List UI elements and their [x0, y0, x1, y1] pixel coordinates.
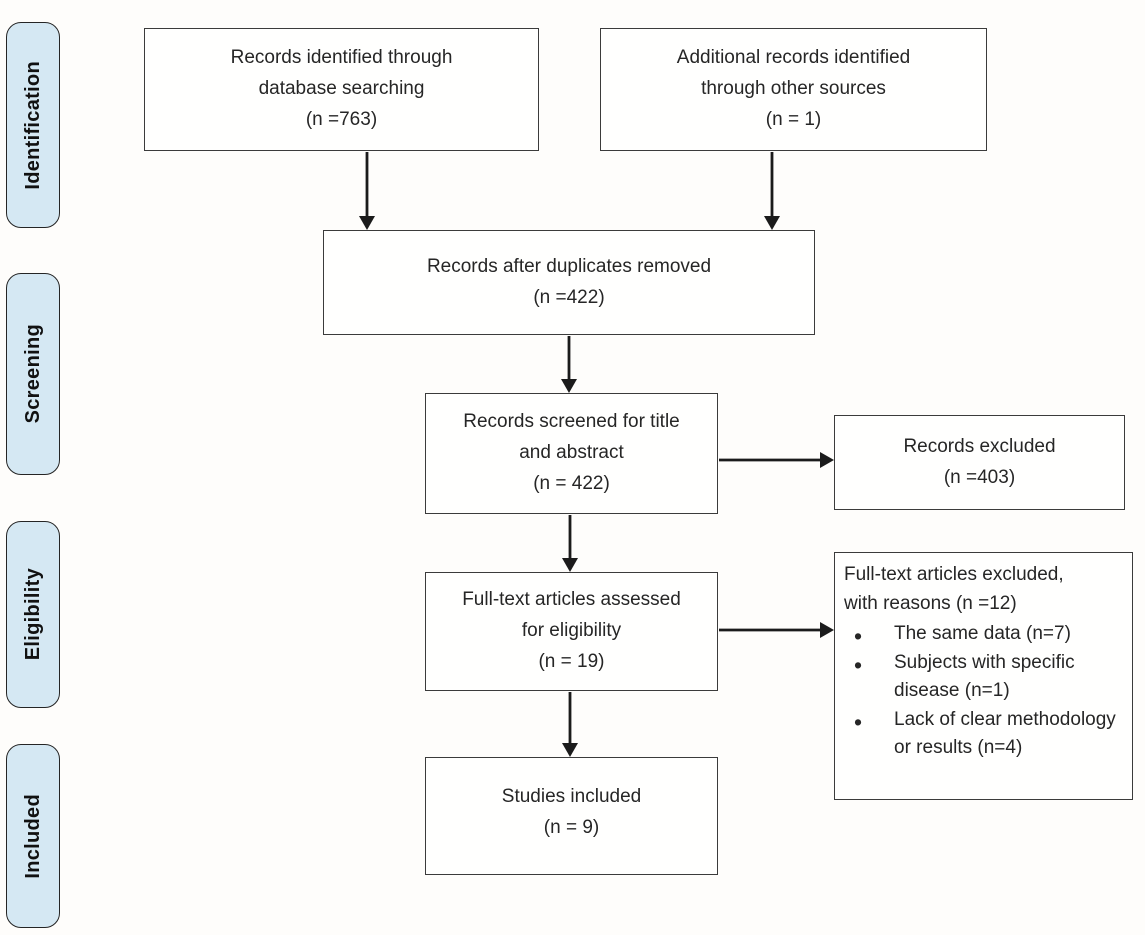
box-text-line: Records identified through [230, 47, 453, 69]
box-count: (n =403) [943, 466, 1016, 488]
box-text-line: Studies included [501, 786, 642, 807]
exclusion-reason-item: Subjects with specific disease (n=1) [844, 648, 1126, 706]
box-count: (n =763) [305, 108, 378, 130]
box-records-screened: Records screened for title and abstract … [425, 393, 718, 514]
box-text-line: Full-text articles excluded, [844, 564, 1064, 585]
stage-label-text: Eligibility [21, 568, 44, 661]
stage-label-included: Included [6, 744, 60, 928]
box-records-excluded: Records excluded (n =403) [834, 415, 1125, 510]
box-text-line: and abstract [519, 442, 624, 464]
box-studies-included: Studies included (n = 9) [425, 757, 718, 875]
box-text-line: through other sources [701, 78, 886, 100]
stage-label-identification: Identification [6, 22, 60, 228]
box-text-line: Records after duplicates removed [426, 255, 712, 277]
arrowhead [820, 452, 834, 468]
box-count: (n = 422) [533, 472, 610, 494]
arrowhead [562, 558, 578, 572]
exclusion-reason-item: Lack of clear methodology or results (n=… [844, 705, 1126, 763]
box-text-line: for eligibility [521, 620, 622, 642]
box-count: (n = 1) [765, 108, 822, 130]
stage-label-text: Included [21, 793, 44, 879]
arrowhead [562, 743, 578, 757]
box-text-line: Full-text articles assessed [462, 589, 681, 611]
box-records-identified: Records identified through database sear… [144, 28, 539, 151]
box-fulltext-excluded: Full-text articles excluded, with reason… [834, 552, 1133, 800]
arrowhead [561, 379, 577, 393]
box-text-line: database searching [258, 78, 425, 100]
stage-label-eligibility: Eligibility [6, 521, 60, 708]
box-duplicates-removed: Records after duplicates removed (n =422… [323, 230, 815, 335]
box-text-line: with reasons (n =12) [844, 592, 1017, 614]
box-count: (n = 19) [538, 650, 605, 672]
exclusion-reason-item: The same data (n=7) [844, 619, 1126, 653]
box-count: (n =422) [533, 286, 605, 308]
stage-label-screening: Screening [6, 273, 60, 475]
box-text-line: Additional records identified [676, 47, 911, 69]
stage-label-text: Screening [21, 324, 44, 424]
arrowhead [359, 216, 375, 230]
box-text-line: Records excluded [903, 435, 1056, 457]
box-additional-records: Additional records identified through ot… [600, 28, 987, 151]
stage-label-text: Identification [21, 60, 44, 190]
arrowhead [820, 622, 834, 638]
box-count: (n = 9) [543, 816, 600, 838]
box-fulltext-assessed: Full-text articles assessed for eligibil… [425, 572, 718, 691]
box-text-line: Records screened for title [463, 411, 680, 433]
exclusion-reasons-list: The same data (n=7) Subjects with specif… [844, 619, 1126, 763]
arrowhead [764, 216, 780, 230]
